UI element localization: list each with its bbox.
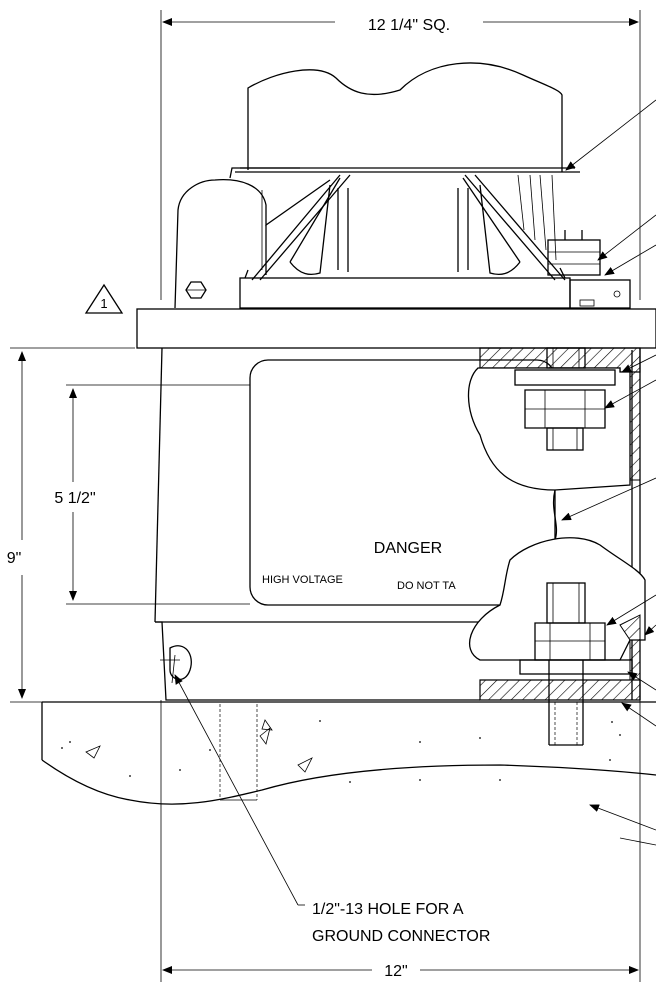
- danger-text: DANGER: [374, 540, 442, 557]
- overall-height-dimension: 9": [7, 347, 165, 703]
- leader-lines: [561, 99, 656, 846]
- ground-hole-text-line2: GROUND CONNECTOR: [312, 928, 490, 945]
- top-width-label: 12 1/4" SQ.: [368, 17, 450, 34]
- ground-hole-callout: 1/2"-13 HOLE FOR A GROUND CONNECTOR: [174, 674, 490, 945]
- do-not-tamper-text: DO NOT TA: [397, 580, 456, 592]
- overall-height-label: 9": [7, 550, 22, 567]
- bushing-top: [247, 62, 563, 172]
- lower-cutaway: [469, 537, 646, 701]
- left-arm: [174, 167, 331, 309]
- bottom-width-label: 12": [384, 963, 407, 980]
- label-height-dimension: 5 1/2": [54, 384, 250, 605]
- top-width-dimension: 12 1/4" SQ.: [160, 10, 641, 300]
- concrete-pad: [41, 660, 656, 805]
- revision-number: 1: [100, 296, 107, 311]
- top-flange-plate: [136, 308, 656, 349]
- revision-triangle: 1: [84, 283, 124, 314]
- bushing-mount: [235, 167, 631, 309]
- label-height-text: 5 1/2": [54, 490, 95, 507]
- ground-hole-symbol: [160, 645, 192, 684]
- upper-cutaway: [467, 347, 641, 541]
- bottom-width-dimension: 12": [160, 700, 641, 982]
- high-voltage-text: HIGH VOLTAGE: [262, 574, 343, 586]
- ground-hole-text-line1: 1/2"-13 HOLE FOR A: [312, 901, 464, 918]
